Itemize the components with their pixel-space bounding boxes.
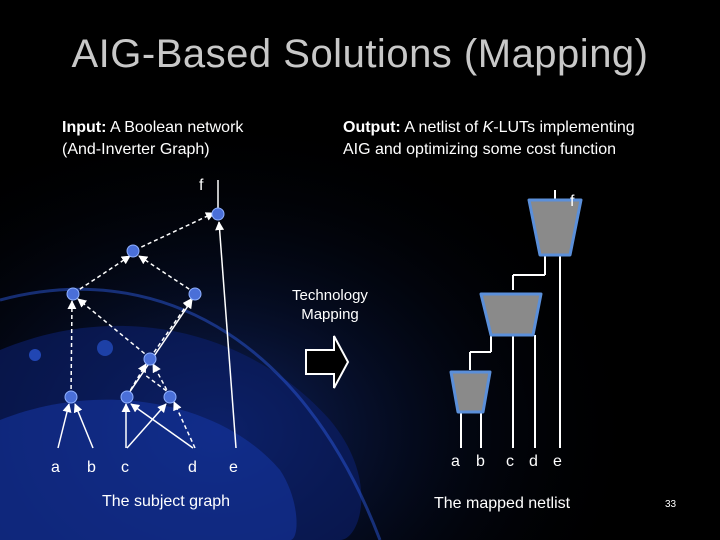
edge-d-n7 [130, 403, 194, 449]
edge-n2-f [134, 212, 215, 251]
subject-graph-caption: The subject graph [102, 493, 230, 510]
subject-input-d: d [188, 459, 197, 476]
mapped-luts [449, 198, 583, 414]
output-label: Output: [343, 119, 401, 136]
tech-mapping-line1: Technology [292, 287, 368, 304]
edge-n8-n6b [144, 374, 173, 396]
tech-mapping-line2: Mapping [301, 306, 359, 323]
subject-graph-nodes [64, 207, 225, 404]
output-text-k: K [482, 119, 494, 136]
and-node-7 [120, 390, 134, 404]
output-text-a: A netlist of [400, 119, 483, 136]
edge-n4-n2 [138, 255, 196, 294]
mapped-input-d: d [529, 453, 538, 470]
mapped-input-a: a [451, 453, 460, 470]
mapped-input-c: c [506, 453, 514, 470]
mapped-output-label: f [570, 193, 575, 210]
edge-n7-n6 [126, 363, 147, 397]
and-node-4 [188, 287, 202, 301]
input-text-line1: A Boolean network [106, 119, 244, 136]
input-text-line2: (And-Inverter Graph) [62, 141, 210, 158]
input-label: Input: [62, 119, 107, 136]
edge-e-f [215, 221, 237, 449]
lut-top [527, 198, 583, 257]
edge-b-n5 [73, 403, 94, 449]
edge-a-n5 [57, 403, 72, 449]
mapped-netlist-caption: The mapped netlist [434, 495, 571, 512]
output-text-c: -LUTs implementing [493, 119, 635, 136]
subject-output-label: f [199, 177, 204, 194]
edge-d-n8 [173, 401, 196, 449]
subject-input-c: c [121, 459, 129, 476]
page-number: 33 [665, 499, 677, 510]
and-node-5 [64, 390, 78, 404]
input-description: Input: A Boolean network (And-Inverter G… [62, 117, 243, 161]
mapped-input-b: b [476, 453, 485, 470]
and-node-2 [126, 244, 140, 258]
and-node-8 [163, 390, 177, 404]
edge-n5-n3 [67, 300, 77, 397]
edge-n6-n3 [77, 298, 151, 359]
technology-mapping-label: Technology Mapping [270, 286, 390, 324]
edge-n7-n4 [126, 299, 193, 397]
mapped-netlist-wires [460, 190, 561, 448]
subject-input-a: a [51, 459, 60, 476]
lut-bottom [449, 370, 492, 414]
output-text-line2: AIG and optimizing some cost function [343, 141, 617, 158]
subject-graph-edges [57, 180, 237, 449]
subject-input-b: b [87, 459, 96, 476]
subject-input-e: e [229, 459, 238, 476]
mapping-arrow-icon [305, 335, 350, 389]
mapped-input-e: e [553, 453, 562, 470]
edge-c-n8 [126, 403, 167, 449]
and-node-f [211, 207, 225, 221]
edge-n6-n4 [149, 298, 192, 359]
and-node-3 [66, 287, 80, 301]
lut-middle [479, 292, 543, 337]
and-node-6 [143, 352, 157, 366]
output-description: Output: A netlist of K-LUTs implementing… [343, 117, 635, 161]
slide-title: AIG-Based Solutions (Mapping) [71, 32, 649, 76]
edge-n8-n6 [152, 363, 171, 397]
edge-n3-n2 [73, 255, 131, 294]
